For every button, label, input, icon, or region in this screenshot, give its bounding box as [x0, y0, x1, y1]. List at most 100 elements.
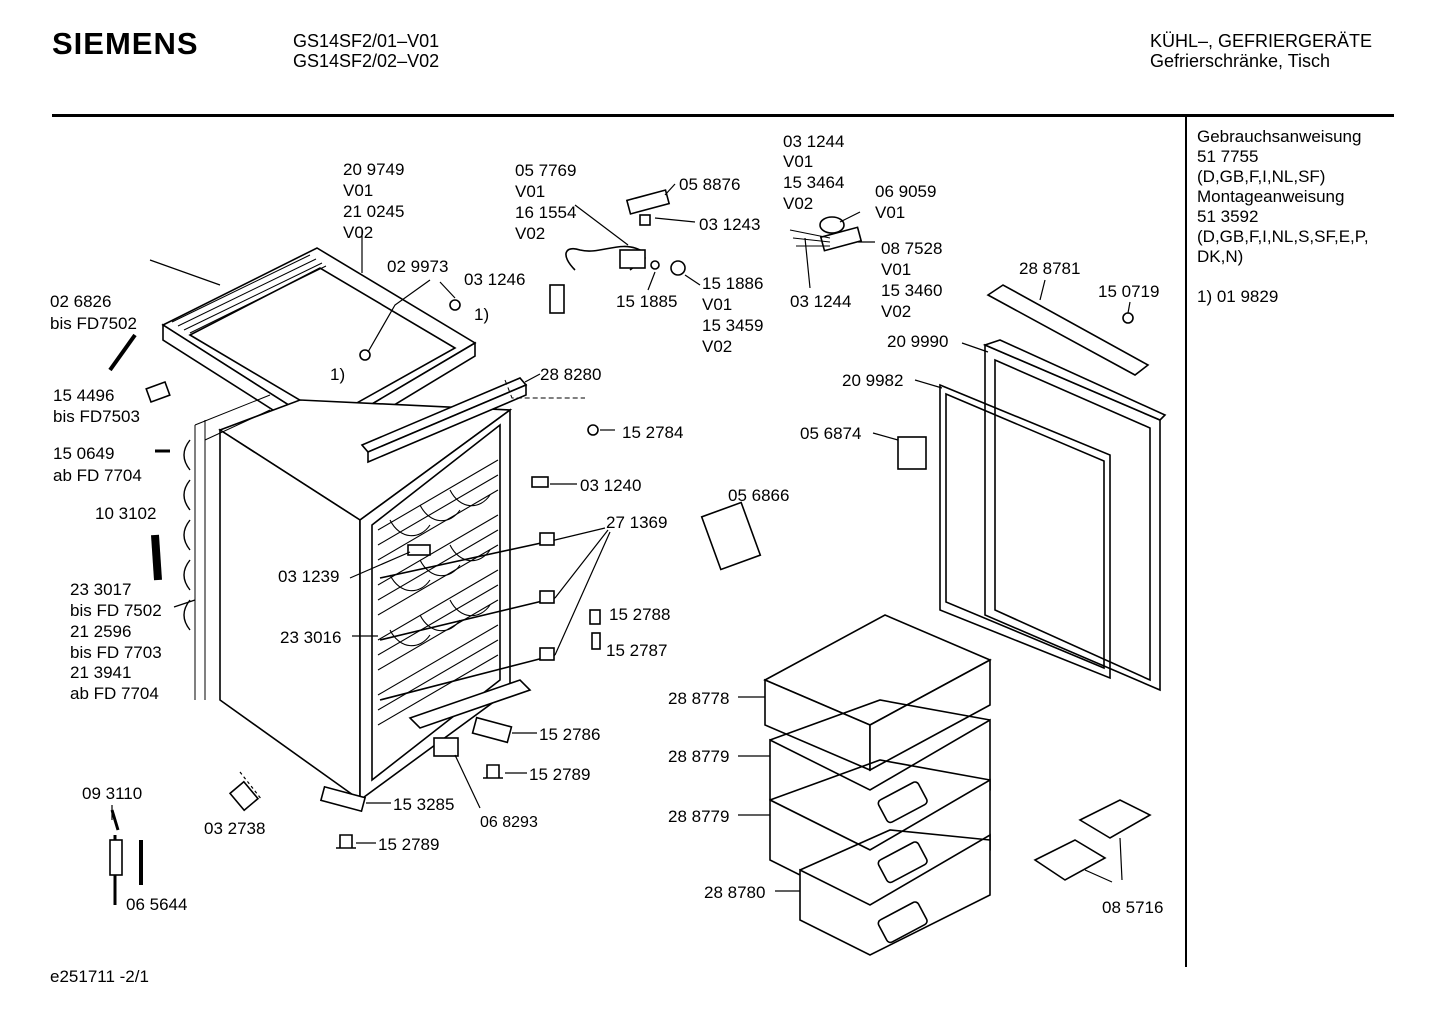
cap-068293 [433, 737, 459, 757]
part-label: 15 2787 [606, 641, 668, 660]
lamp-069059 [819, 216, 845, 234]
part-label: 27 1369 [606, 513, 668, 532]
pad-152786 [471, 716, 513, 744]
document-code: e251711 -2/1 [50, 967, 149, 986]
part-label: 15 0719 [1098, 282, 1160, 301]
clip-153285 [319, 785, 367, 813]
part-label: 15 4496 [53, 386, 115, 405]
part-label: 15 3460 [881, 281, 943, 300]
drawer-bottom [799, 829, 991, 956]
door-gasket [939, 383, 1111, 680]
part-label: 03 1243 [699, 215, 761, 234]
part-label: 02 9973 [387, 257, 449, 276]
part-label: ab FD 7704 [53, 466, 142, 485]
part-label: bis FD 7703 [70, 643, 162, 662]
part-label: 28 8781 [1019, 259, 1081, 278]
part-label: V01 [875, 203, 906, 222]
top-rail [360, 377, 585, 464]
cabinet-body [183, 394, 532, 802]
cover-plate-056866 [700, 501, 762, 571]
part-label: 03 1240 [580, 476, 642, 495]
header-divider [52, 114, 1394, 117]
sensor-sleeve-093110 [109, 839, 123, 876]
part-label: 15 2789 [529, 765, 591, 784]
part-label: bis FD7503 [53, 407, 140, 426]
sidebar-line: 51 3592 [1197, 207, 1259, 226]
part-label: 05 7769 [515, 161, 577, 180]
part-label: 15 3459 [702, 316, 764, 335]
thermostat-tube [565, 245, 647, 271]
part-label: 15 1886 [702, 274, 764, 293]
part-label: 08 5716 [1102, 898, 1164, 917]
screw-152784 [587, 424, 599, 436]
washer-151885 [650, 260, 660, 270]
sidebar-line: (D,GB,F,I,NL,SF) [1197, 167, 1326, 186]
part-label: 15 2784 [622, 423, 684, 442]
part-label: ab FD 7704 [70, 684, 159, 703]
part-label: 06 9059 [875, 182, 937, 201]
clip-031239 [407, 544, 431, 556]
model-number-1: GS14SF2/01–V01 [293, 31, 440, 51]
part-label: 28 8779 [668, 807, 730, 826]
part-label: 03 1246 [464, 270, 526, 289]
part-label: 15 2788 [609, 605, 671, 624]
door [982, 339, 1167, 692]
thermostat-body [619, 249, 646, 269]
part-label: 03 1244 [783, 132, 845, 151]
part-label: bis FD 7502 [70, 601, 162, 620]
leader-lines [111, 183, 1131, 892]
knob-151886 [670, 260, 686, 276]
drawer-top [763, 614, 992, 772]
part-label: 20 9982 [842, 371, 904, 390]
door-handle-bar [986, 284, 1150, 376]
sidebar-line: Gebrauchsanweisung [1197, 127, 1362, 146]
part-label: V01 [343, 181, 374, 200]
part-label: 28 8779 [668, 747, 730, 766]
fan-056874 [897, 436, 927, 470]
sensor-032738 [228, 780, 260, 812]
part-label: V02 [343, 223, 374, 242]
hose-103102 [151, 534, 162, 581]
part-label: 15 1885 [616, 292, 678, 311]
bracket-087528 [819, 226, 863, 252]
part-label: 1) [330, 365, 346, 384]
part-label: 20 9749 [343, 160, 405, 179]
sidebar-line: 51 7755 [1197, 147, 1259, 166]
spacer-152787 [591, 632, 601, 650]
sidebar-line: (D,GB,F,I,NL,S,SF,E,P, [1197, 227, 1369, 246]
clip-031240 [531, 476, 549, 488]
part-label: 23 3016 [280, 628, 342, 647]
part-label: 21 3941 [70, 663, 132, 682]
part-label: 15 2789 [378, 835, 440, 854]
part-label: V02 [881, 302, 912, 321]
part-label: 28 8280 [540, 365, 602, 384]
part-label: V02 [702, 337, 733, 356]
part-label: bis FD7502 [50, 314, 137, 333]
grommet-150719 [1122, 312, 1134, 324]
part-label: V02 [515, 224, 546, 243]
foot-152789 [483, 764, 503, 779]
category-subtitle: Gefrierschränke, Tisch [1150, 51, 1331, 71]
part-label: 03 1239 [278, 567, 340, 586]
part-label: 20 9990 [887, 332, 949, 351]
part-label: 09 3110 [82, 784, 143, 803]
part-label: 03 1244 [790, 292, 852, 311]
part-label: 05 8876 [679, 175, 741, 194]
part-label: 21 0245 [343, 202, 405, 221]
clip-154496 [145, 380, 171, 404]
sidebar-divider [1185, 117, 1187, 967]
part-label: 21 2596 [70, 622, 132, 641]
part-label: 05 6874 [800, 424, 862, 443]
sidebar-line: Montageanweisung [1197, 187, 1345, 206]
clip-031243 [639, 214, 651, 226]
sidebar-line: DK,N) [1197, 247, 1244, 266]
part-label: 28 8778 [668, 689, 730, 708]
part-label: 28 8780 [704, 883, 766, 902]
part-label: 15 2786 [539, 725, 601, 744]
part-label: 16 1554 [515, 203, 577, 222]
plug-029973 [449, 299, 461, 311]
part-label: V01 [515, 182, 546, 201]
part-label: V01 [881, 260, 912, 279]
model-number-2: GS14SF2/02–V02 [293, 51, 440, 71]
